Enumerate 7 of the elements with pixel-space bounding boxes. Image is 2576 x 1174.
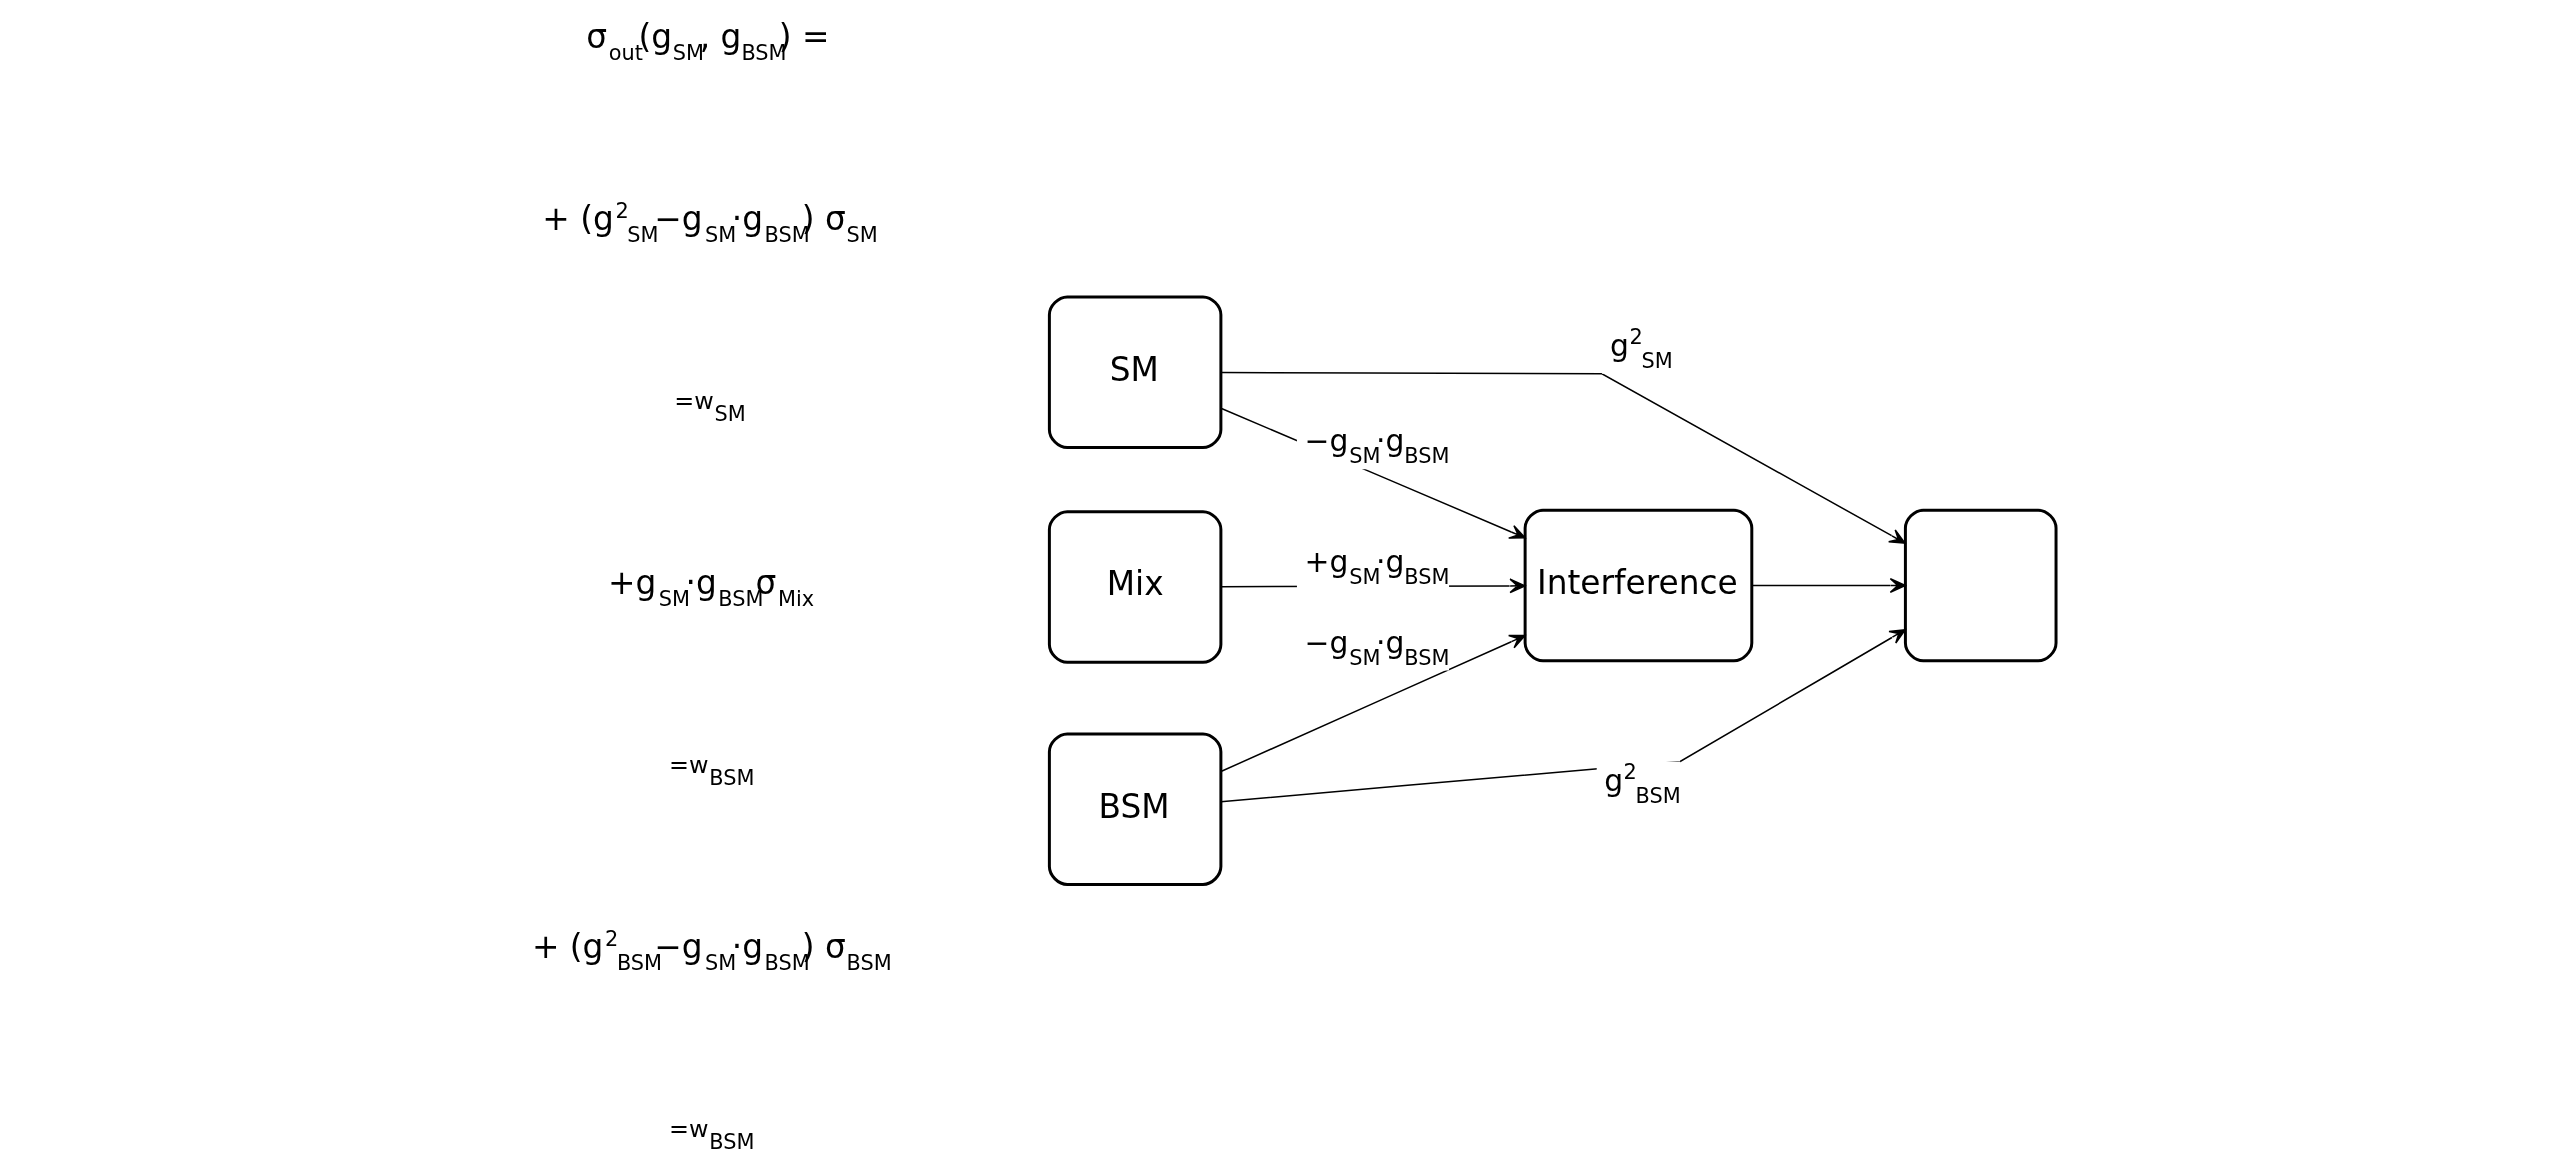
edge-label: −g$_{SM}$·g$_{BSM}$ [1304,624,1450,670]
label: =w$_{BSM}$ [669,751,755,791]
label: +g$_{SM}$·g$_{BSM}$σ$_{Mix}$ [607,563,815,611]
label: =w$_{SM}$ [674,387,746,427]
label: =w$_{BSM}$ [669,1115,755,1154]
edge-label: −g$_{SM}$·g$_{BSM}$ [1304,423,1450,469]
edge-label: +g$_{SM}$·g$_{BSM}$ [1304,544,1450,590]
